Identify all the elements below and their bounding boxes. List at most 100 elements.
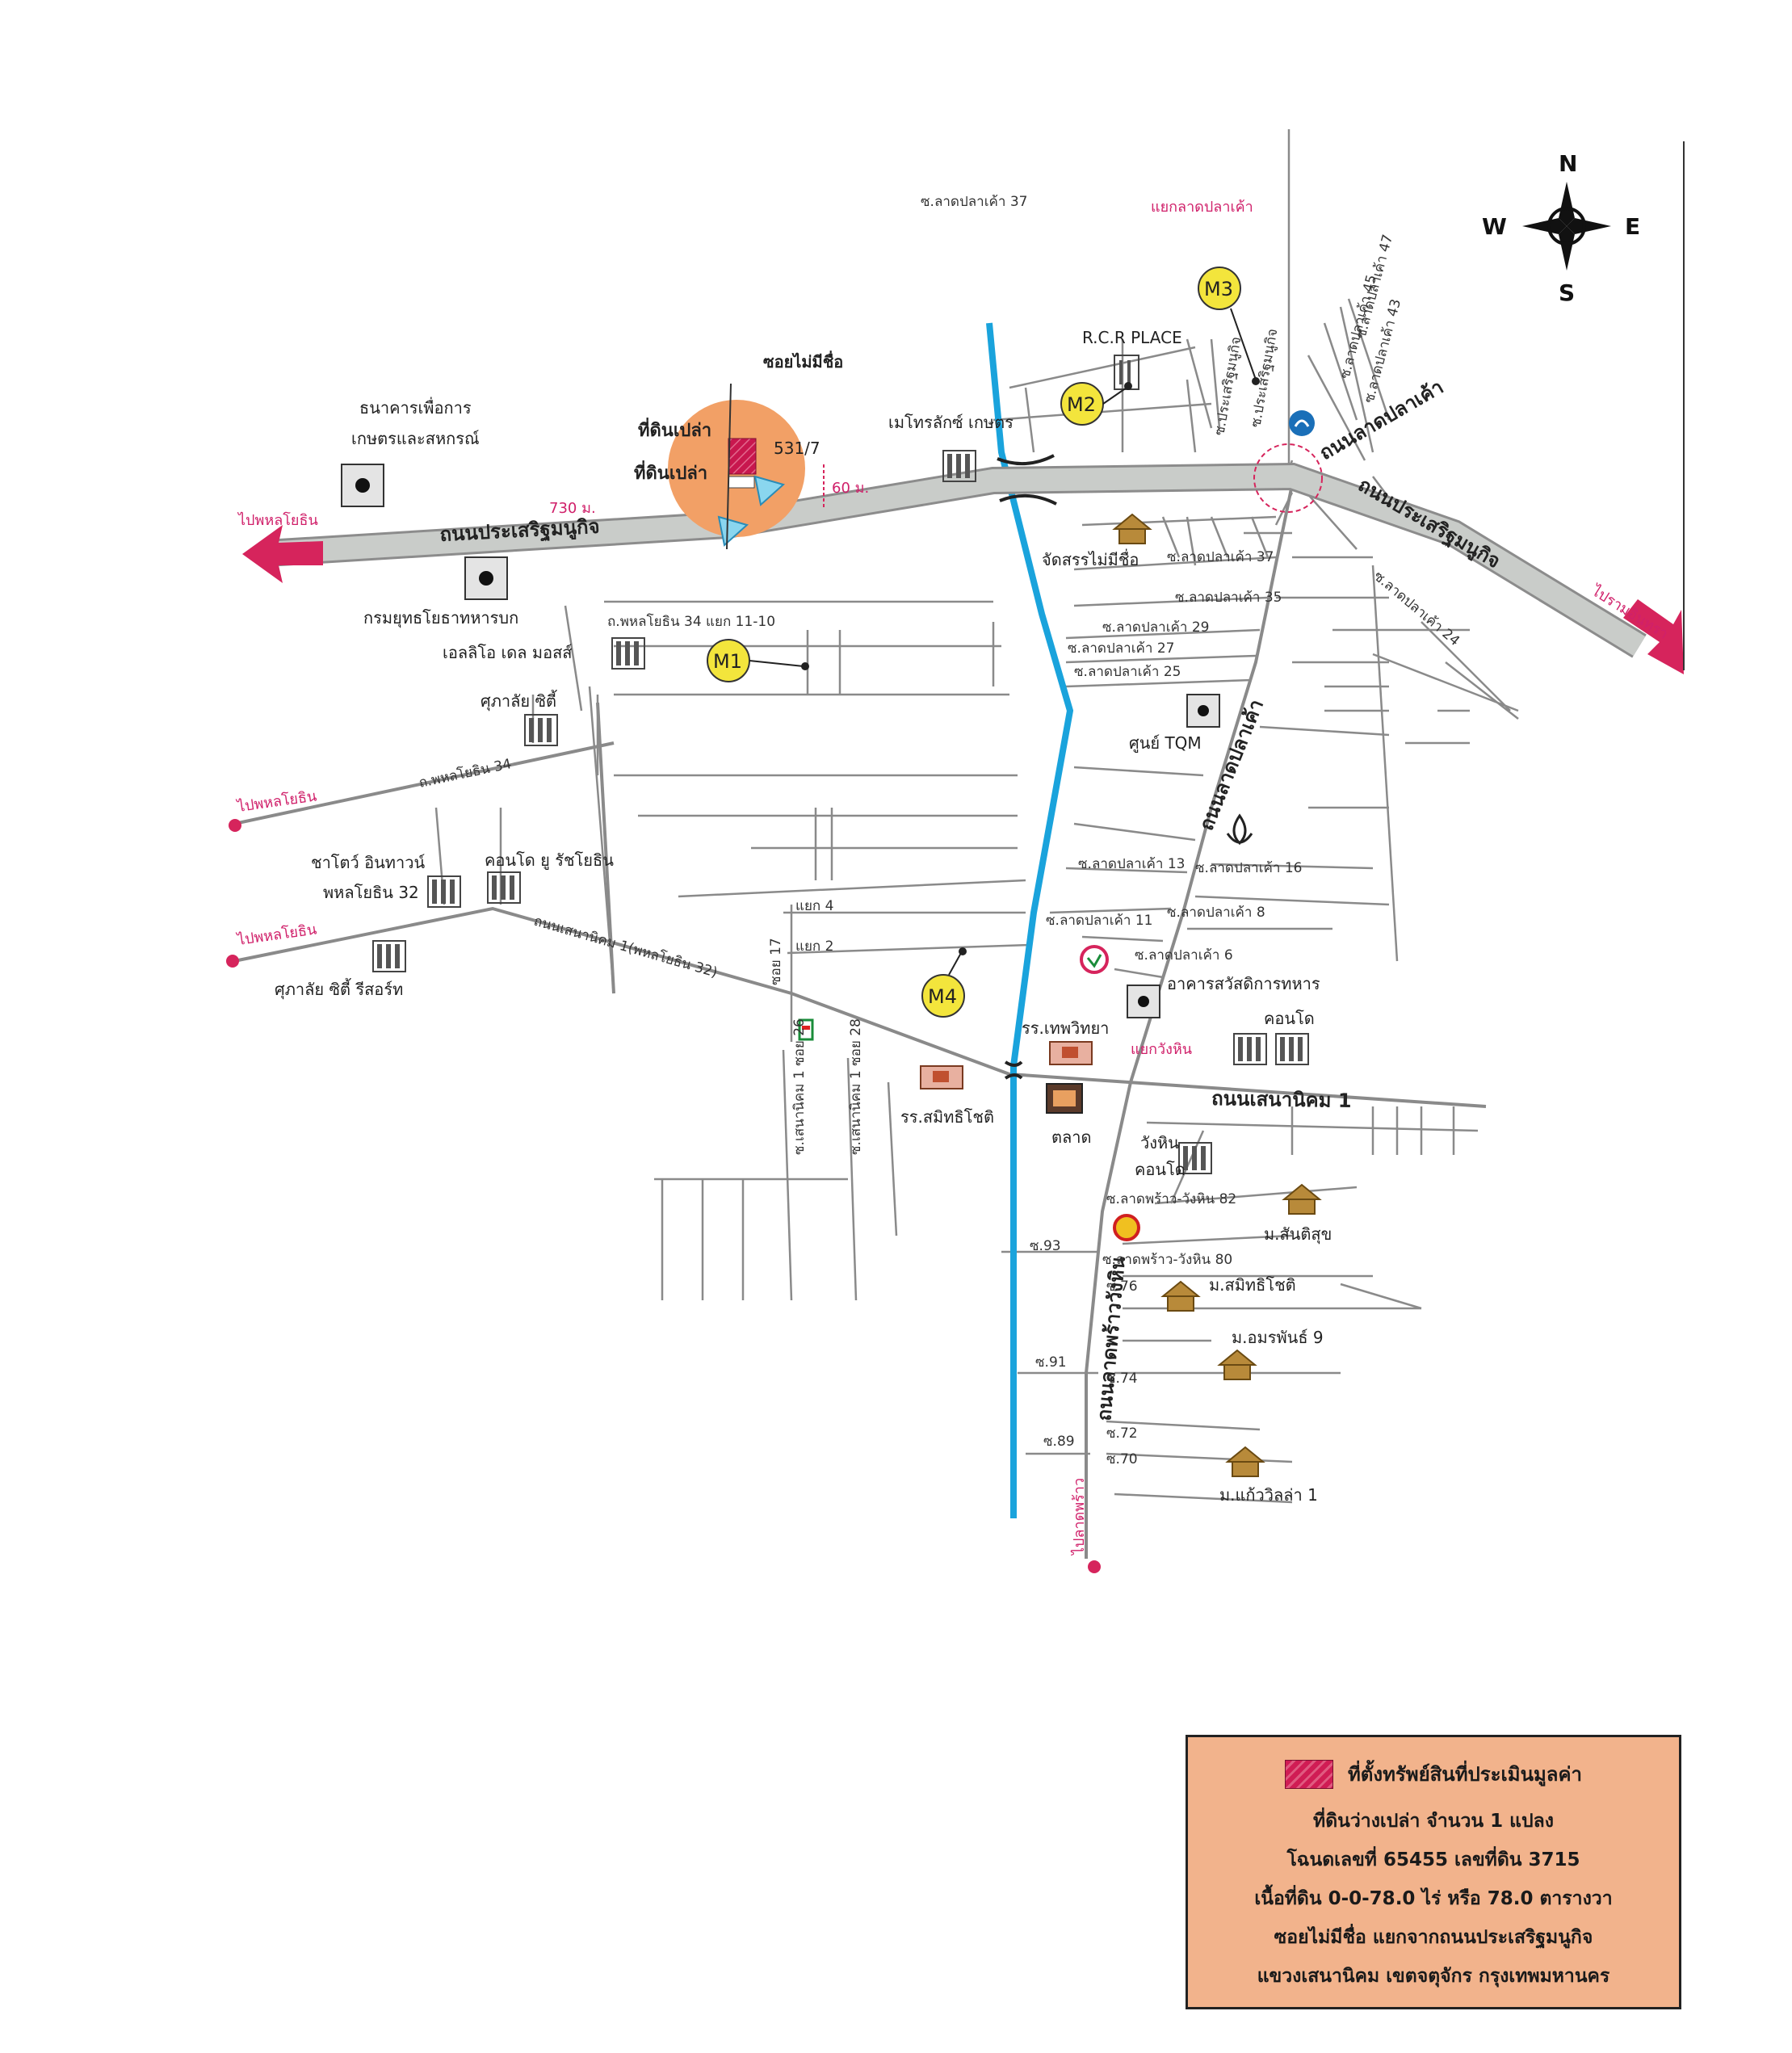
label-welfare: อาคารสวัสดิการทหาร	[1167, 974, 1320, 993]
road-soi-lpk13: ซ.ลาดปลาเค้า 13	[1078, 856, 1185, 872]
label-bank-2: เกษตรและสหกรณ์	[351, 429, 480, 448]
road-soi-lpk24: ซ.ลาดปลาเค้า 24	[1370, 569, 1463, 649]
label-samit-school: รร.สมิทธิโชติ	[900, 1107, 994, 1127]
compass-w: W	[1482, 213, 1507, 240]
house-icon	[1225, 1446, 1265, 1477]
label-metro-lux: เมโทรลักซ์ เกษตร	[888, 413, 1014, 432]
school-icon	[920, 1065, 963, 1089]
label-rcr: R.C.R PLACE	[1082, 328, 1182, 347]
compass-rose: N S E W	[1482, 150, 1640, 306]
wang-hin-condo-building-icon	[1178, 1142, 1212, 1174]
supalai-resort-building-icon	[372, 940, 406, 972]
symbol-icons	[798, 410, 1315, 1241]
seven-eleven-icon	[798, 1018, 814, 1041]
arrow-left-phahon	[242, 525, 323, 583]
red-junction-lpk: แยกลาดปลาเค้า	[1151, 199, 1253, 216]
building-icons	[372, 355, 1309, 1174]
road-soi-lpk29: ซ.ลาดปลาเค้า 29	[1102, 619, 1209, 636]
house-icon	[1217, 1349, 1257, 1380]
road-soi-93: ซ.93	[1030, 1238, 1061, 1254]
school-icon	[1049, 1041, 1093, 1065]
road-soi-prasert: ซ.ประเสริฐมนูกิจ	[1248, 327, 1281, 428]
market-icon	[1046, 1083, 1083, 1114]
subject-land-1: ที่ดินเปล่า	[638, 417, 711, 441]
metro-lux-building-icon	[942, 450, 976, 482]
label-wang-hin-condo-2: คอนโด	[1135, 1160, 1186, 1179]
square-icons	[341, 464, 1220, 1018]
bank-red-icon	[1080, 945, 1109, 974]
label-supalai-resort: ศุภาลัย ซิตี้ รีสอร์ท	[275, 978, 403, 1000]
red-to-phahon-2: ไปพหลโยธิน	[235, 787, 318, 816]
legend-line-1: ที่ตั้งทรัพย์สินที่ประเมินมูลค่า	[1347, 1763, 1583, 1786]
legend-swatch	[1284, 1760, 1333, 1789]
label-wang-hin-condo-1: วังหิน	[1140, 1133, 1179, 1152]
road-soi-lpk11: ซ.ลาดปลาเค้า 11	[1046, 913, 1152, 929]
legend-line-2: ที่ดินว่างเปล่า จำนวน 1 แปลง	[1313, 1811, 1554, 1832]
road-lat-pla-khao-top: ถนนลาดปลาเค้า	[1316, 376, 1447, 464]
road-prasert-right: ถนนประเสริฐมนูกิจ	[1353, 473, 1505, 574]
school-icons	[920, 1041, 1093, 1114]
label-m-santisuk: ม.สันติสุข	[1264, 1224, 1332, 1245]
welfare-icon	[1127, 985, 1160, 1018]
road-soi-sena-26b: ซ.เสนานิคม 1 ซอย 28	[848, 1018, 864, 1155]
road-soi-sena-26a: ซ.เสนานิคม 1 ซอย 26	[791, 1018, 808, 1155]
road-soi-lpk35: ซ.ลาดปลาเค้า 35	[1175, 590, 1282, 606]
subject-soi-line	[726, 383, 732, 550]
compass-e: E	[1625, 213, 1640, 240]
subject-soi-label: ซอยไม่มีชื่อ	[763, 350, 843, 372]
bank-icon	[341, 464, 384, 507]
road-soi-76: ซ.76	[1106, 1278, 1138, 1295]
label-market: ตลาด	[1051, 1127, 1091, 1147]
road-soi-lpk6: ซ.ลาดปลาเค้า 6	[1135, 947, 1233, 964]
arrow-right-ramindra	[1623, 599, 1684, 674]
legend-title-row: ที่ตั้งทรัพย์สินที่ประเมินมูลค่า	[1204, 1755, 1663, 1794]
marker-m1: M1	[707, 639, 809, 682]
road-soi-74: ซ.74	[1106, 1371, 1138, 1387]
label-supalai-city: ศุภาลัย ซิตี้	[481, 690, 557, 712]
road-soi-72: ซ.72	[1106, 1425, 1138, 1442]
bridge-icon	[997, 454, 1057, 1080]
army-icon	[464, 556, 508, 600]
house-icons	[1112, 513, 1322, 1477]
elio-building-icon	[611, 637, 645, 670]
marker-m4-label: M4	[928, 985, 957, 1008]
marker-m3: M3	[1198, 267, 1260, 385]
label-phahon32: พหลโยธิน 32	[323, 883, 419, 902]
red-to-phahon-3: ไปพหลโยธิน	[235, 920, 318, 949]
supalai-city-building-icon	[524, 714, 558, 746]
label-condo-u: คอนโด ยู รัชโยธิน	[485, 850, 614, 871]
subject-parcel	[728, 438, 757, 475]
marker-m2: M2	[1060, 382, 1132, 426]
legend-line-4: เนื้อที่ดิน 0-0-78.0 ไร่ หรือ 78.0 ตาราง…	[1254, 1888, 1613, 1909]
label-m-samit: ม.สมิทธิโชติ	[1209, 1275, 1296, 1295]
marker-m4: M4	[921, 947, 967, 1018]
road-soi-lpk16: ซ.ลาดปลาเค้า 16	[1195, 860, 1302, 876]
road-soi-sena-17: ซอย 17	[768, 938, 784, 985]
subject-land-2: ที่ดินเปล่า	[634, 460, 707, 484]
road-sena-phahon32: ถนนเสนานิคม 1(พหลโยธิน 32)	[532, 913, 720, 981]
label-tqm: ศูนย์ TQM	[1129, 733, 1202, 754]
sathorn-building-icon	[427, 875, 461, 908]
junction-circle	[1253, 443, 1323, 513]
red-to-lat-phrao: ไปลาดพร้าว	[1070, 1478, 1088, 1556]
markers: M1 M2 M3 M4	[707, 267, 1260, 1018]
road-phahon-34: ถ.พหลโยธิน 34	[418, 755, 513, 791]
tqm-icon	[1186, 694, 1220, 728]
road-soi-lpk25: ซ.ลาดปลาเค้า 25	[1074, 664, 1181, 680]
condo-building-icon-2	[1275, 1033, 1309, 1065]
house-icon	[1112, 513, 1152, 544]
label-m-kaew: ม.แก้ววิลล่า 1	[1219, 1485, 1318, 1505]
red-junction-wang-hin: แยกวังหิน	[1131, 1041, 1192, 1058]
road-soi-70: ซ.70	[1106, 1451, 1138, 1467]
ptt-icon	[1226, 813, 1253, 846]
red-dist-730: 730 ม.	[549, 500, 596, 517]
legend-line-6: แขวงเสนานิคม เขตจตุจักร กรุงเทพมหานคร	[1257, 1966, 1610, 1987]
label-elio: เอลลิโอ เดล มอสส์	[443, 643, 573, 662]
label-m-amarin: ม.อมรพันธ์ 9	[1232, 1328, 1324, 1347]
compass-n: N	[1559, 150, 1577, 177]
road-soi-lpk8: ซ.ลาดปลาเค้า 8	[1167, 905, 1265, 921]
shell-icon	[1113, 1214, 1140, 1241]
marker-m3-label: M3	[1204, 278, 1233, 300]
subject-parcel-2	[728, 476, 755, 489]
